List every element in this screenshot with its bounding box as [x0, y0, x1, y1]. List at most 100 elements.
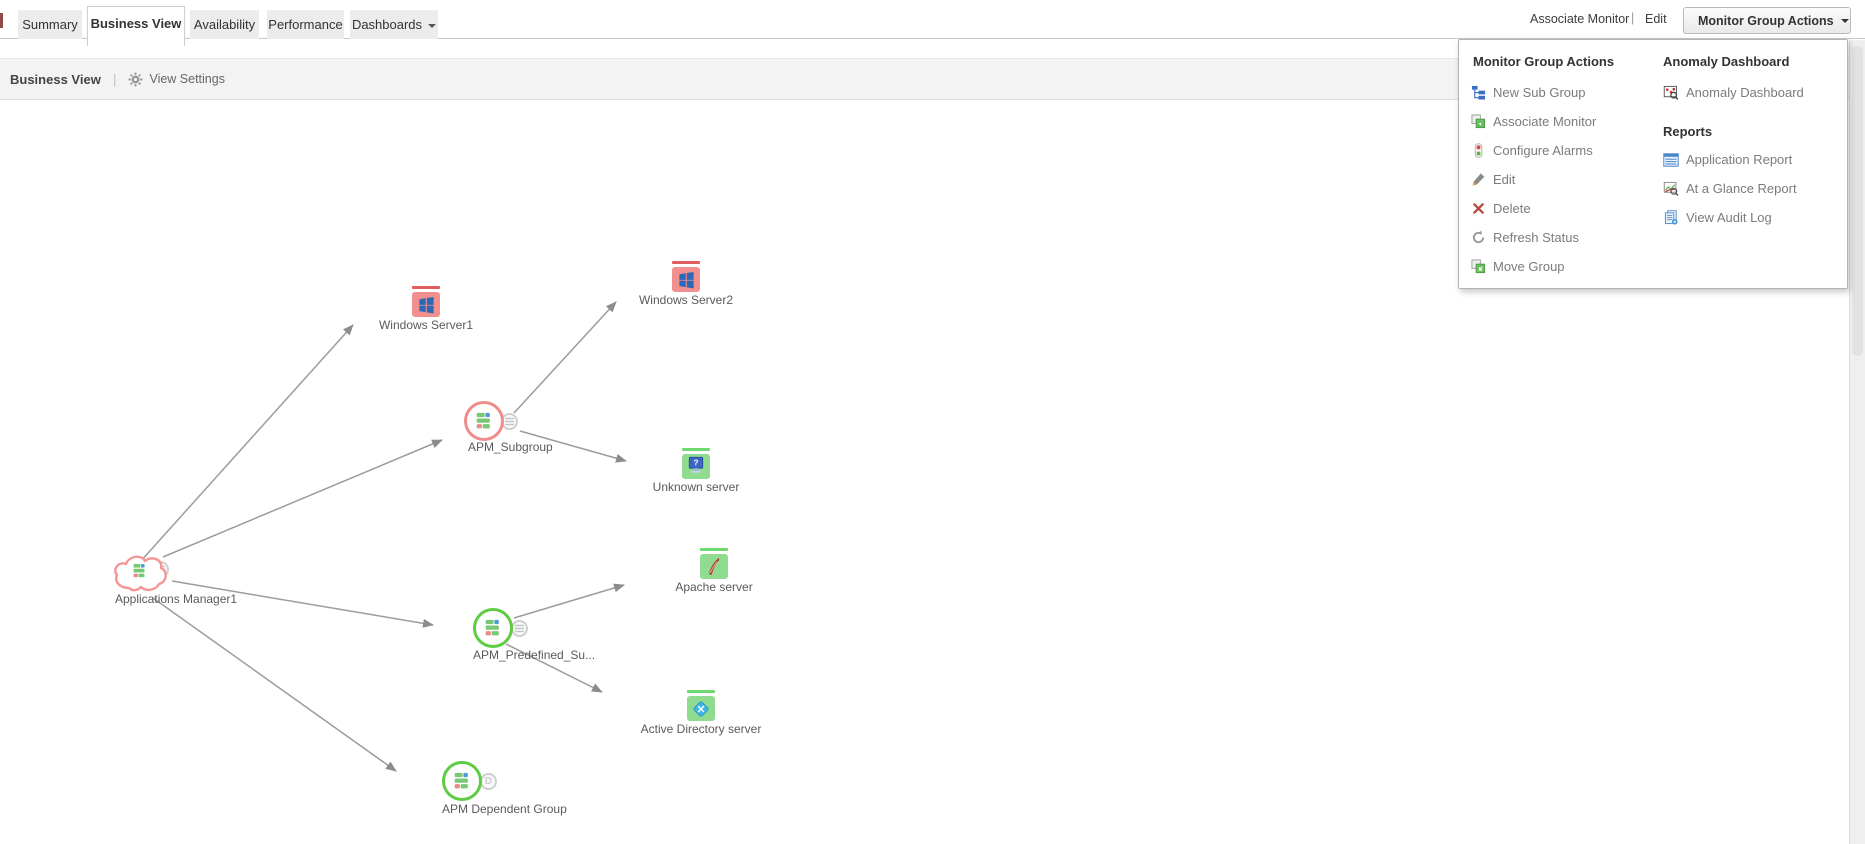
- toolbar-divider: |: [112, 71, 117, 87]
- scrollbar-thumb[interactable]: [1852, 46, 1863, 356]
- edit-link[interactable]: Edit: [1645, 12, 1667, 26]
- menu-heading-reports: Reports: [1663, 124, 1713, 139]
- edge-predefined-activedir: [505, 643, 603, 693]
- new-sub-group-icon: [1471, 85, 1486, 100]
- monitor-group-stack-icon: [464, 401, 504, 441]
- menu-item-label: Move Group: [1493, 259, 1565, 274]
- edit-pencil-icon: [1472, 173, 1485, 186]
- menu-item-view-audit-log[interactable]: View Audit Log: [1663, 203, 1797, 232]
- chevron-down-icon: [1840, 18, 1849, 23]
- node-label: Active Directory server: [640, 722, 762, 736]
- node-label: Windows Server1: [378, 318, 474, 332]
- node-apache-server[interactable]: Apache server: [675, 548, 753, 594]
- menu-heading-monitor-group-actions: Monitor Group Actions: [1473, 54, 1615, 69]
- node-label: APM_Predefined_Su...: [473, 648, 596, 662]
- at-a-glance-report-icon: [1663, 181, 1679, 196]
- associate-monitor-link[interactable]: Associate Monitor: [1530, 12, 1630, 26]
- status-bar-clear: [700, 548, 728, 551]
- monitor-group-actions-menu: Monitor Group Actions New Sub Group Asso…: [1458, 39, 1848, 289]
- unknown-monitor-icon: ?: [682, 454, 710, 479]
- node-label: Windows Server2: [638, 293, 734, 307]
- menu-item-edit[interactable]: Edit: [1471, 165, 1596, 194]
- tab-availability[interactable]: Availability: [190, 10, 259, 39]
- menu-item-application-report[interactable]: Application Report: [1663, 145, 1797, 174]
- edge-appmgr-dependent: [152, 597, 397, 772]
- tab-business-view[interactable]: Business View: [87, 6, 185, 46]
- delete-x-icon: [1473, 203, 1484, 214]
- menu-item-refresh-status[interactable]: Refresh Status: [1471, 223, 1596, 252]
- tab-dashboards-label: Dashboards: [351, 17, 423, 32]
- header-divider: |: [1631, 11, 1635, 25]
- menu-item-at-a-glance-report[interactable]: At a Glance Report: [1663, 174, 1797, 203]
- node-applications-manager1[interactable]: Applications Manager1: [110, 552, 237, 612]
- status-bar-critical: [412, 286, 440, 289]
- edge-predefined-apache: [513, 583, 625, 619]
- associate-monitor-icon: [1471, 114, 1486, 129]
- menu-item-move-group[interactable]: Move Group: [1471, 252, 1596, 281]
- edge-appmgr-winserver1: [139, 324, 354, 563]
- monitor-group-actions-button[interactable]: Monitor Group Actions: [1683, 7, 1851, 34]
- menu-item-label: At a Glance Report: [1686, 181, 1797, 196]
- monitor-group-actions-label: Monitor Group Actions: [1698, 13, 1834, 28]
- view-settings-label: View Settings: [149, 72, 225, 86]
- svg-text:?: ?: [693, 458, 698, 468]
- application-report-icon: [1663, 152, 1679, 167]
- apache-feather-icon: [700, 554, 728, 579]
- windows-icon: [412, 292, 440, 317]
- tab-dashboards[interactable]: Dashboards: [350, 10, 438, 39]
- node-active-directory-server[interactable]: Active Directory server: [641, 690, 761, 736]
- node-windows-server2[interactable]: Windows Server2: [639, 261, 733, 307]
- chevron-down-icon: [428, 23, 437, 28]
- view-settings-button[interactable]: View Settings: [128, 72, 225, 87]
- node-label: Apache server: [675, 580, 753, 594]
- monitor-group-stack-icon: [133, 564, 145, 578]
- tab-bar: Summary Business View Availability Perfo…: [0, 0, 1865, 46]
- tab-summary[interactable]: Summary: [18, 10, 82, 39]
- node-apm-subgroup[interactable]: APM_Subgroup: [464, 401, 553, 454]
- dependent-badge-icon[interactable]: D: [480, 773, 497, 790]
- edge-appmgr-apm-subgroup: [162, 439, 443, 558]
- menu-item-associate-monitor[interactable]: Associate Monitor: [1471, 107, 1596, 136]
- menu-item-label: Edit: [1493, 172, 1516, 187]
- menu-heading-anomaly-dashboard: Anomaly Dashboard: [1663, 54, 1790, 69]
- menu-item-label: Anomaly Dashboard: [1686, 85, 1804, 100]
- monitor-group-stack-icon: [442, 761, 482, 801]
- node-label: APM_Subgroup: [468, 440, 553, 454]
- menu-item-delete[interactable]: Delete: [1471, 194, 1596, 223]
- menu-item-label: View Audit Log: [1686, 210, 1772, 225]
- menu-item-label: Application Report: [1686, 152, 1793, 167]
- status-bar-clear: [687, 690, 715, 693]
- vertical-scrollbar[interactable]: [1849, 40, 1865, 844]
- menu-item-label: New Sub Group: [1493, 85, 1586, 100]
- edge-appmgr-predefined: [171, 580, 434, 628]
- menu-item-anomaly-dashboard[interactable]: Anomaly Dashboard: [1663, 78, 1804, 107]
- status-bar-clear: [682, 448, 710, 451]
- menu-item-new-sub-group[interactable]: New Sub Group: [1471, 78, 1596, 107]
- node-label: APM Dependent Group: [442, 802, 567, 816]
- monitor-group-stack-icon: [473, 608, 513, 648]
- anomaly-dashboard-icon: [1663, 85, 1679, 100]
- node-apm-predefined-subgroup[interactable]: APM_Predefined_Su...: [473, 608, 595, 662]
- windows-icon: [672, 267, 700, 292]
- node-windows-server1[interactable]: Windows Server1: [379, 286, 473, 332]
- move-group-icon: [1471, 259, 1486, 274]
- status-bar-critical: [672, 261, 700, 264]
- menu-item-label: Associate Monitor: [1493, 114, 1597, 129]
- refresh-icon: [1472, 230, 1485, 244]
- node-apm-dependent-group[interactable]: D APM Dependent Group: [442, 761, 567, 816]
- menu-item-configure-alarms[interactable]: Configure Alarms: [1471, 136, 1596, 165]
- node-label: Unknown server: [652, 480, 740, 494]
- active-directory-icon: [687, 696, 715, 721]
- page-title: Business View: [10, 71, 101, 87]
- view-audit-log-icon: [1664, 210, 1678, 225]
- gear-icon: [129, 72, 143, 86]
- node-unknown-server[interactable]: ? Unknown server: [653, 448, 739, 494]
- node-label: Applications Manager1: [115, 592, 238, 606]
- configure-alarms-icon: [1474, 143, 1483, 158]
- cloud-icon: [114, 555, 167, 592]
- menu-item-label: Delete: [1493, 201, 1531, 216]
- collapse-handle[interactable]: [0, 13, 3, 28]
- group-menu-badge-icon[interactable]: [511, 620, 528, 637]
- tab-performance[interactable]: Performance: [267, 10, 344, 39]
- menu-item-label: Refresh Status: [1493, 230, 1579, 245]
